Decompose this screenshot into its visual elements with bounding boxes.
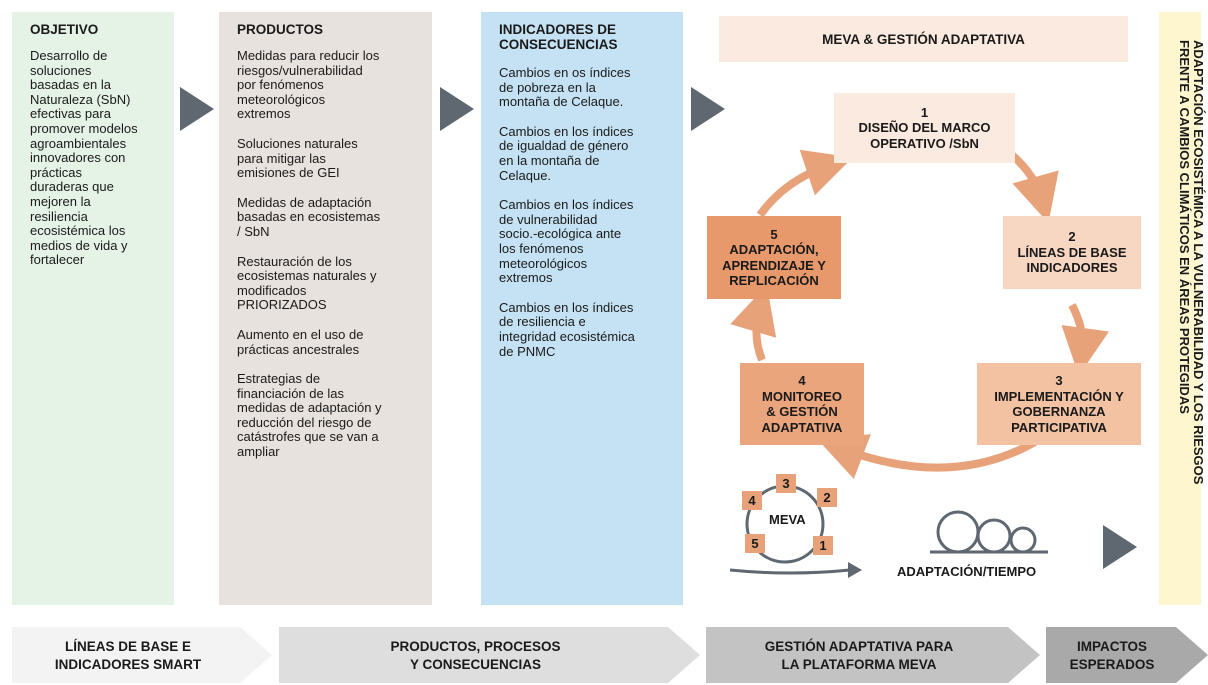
indicador-item: Cambios en los índices de vulnerabilidad…	[499, 197, 634, 286]
step-4-box: 4 MONITOREO & GESTIÓN ADAPTATIVA	[740, 363, 864, 445]
step-2-box: 2 LÍNEAS DE BASE INDICADORES	[1003, 216, 1141, 289]
impact-side-text: ADAPTACIÓN ECOSISTÉMICA A LA VULNERABILI…	[1177, 40, 1206, 485]
band-gestion: GESTIÓN ADAPTATIVA PARA LA PLATAFORMA ME…	[764, 639, 954, 672]
productos-panel: PRODUCTOS Medidas para reducir los riesg…	[219, 12, 432, 605]
cycle-arrow	[1009, 151, 1059, 224]
band-impactos: IMPACTOS ESPERADOS	[1069, 639, 1155, 672]
productos-title: PRODUCTOS	[237, 22, 324, 37]
impact-side-panel: ADAPTACIÓN ECOSISTÉMICA A LA VULNERABILI…	[1159, 12, 1206, 605]
band-productos: PRODUCTOS, PROCESOS Y CONSECUENCIAS	[390, 639, 561, 672]
mini-step-1: 1	[813, 536, 833, 555]
time-label: ADAPTACIÓN/TIEMPO	[897, 564, 1037, 579]
bottom-bands	[12, 627, 1208, 683]
band-lineas-base: LÍNEAS DE BASE E INDICADORES SMART	[54, 639, 202, 672]
step-1-label: 1 DISEÑO DEL MARCO OPERATIVO /SbN	[858, 104, 991, 151]
producto-item: Medidas de adaptación basadas en ecosist…	[237, 194, 381, 239]
step-3-box: 3 IMPLEMENTACIÓN Y GOBERNANZA PARTICIPAT…	[977, 363, 1141, 445]
loops-icon	[930, 510, 1048, 554]
mini-step-4: 4	[742, 491, 762, 510]
indicador-item: Cambios en los índices de resiliencia e …	[499, 299, 635, 359]
mini-step-2: 2	[817, 488, 837, 507]
step-5-label: 5 ADAPTACIÓN, APRENDIZAJE Y REPLICACIÓN	[722, 226, 826, 289]
indicador-item: Cambios en os índices de pobreza en la m…	[499, 65, 631, 110]
step-5-box: 5 ADAPTACIÓN, APRENDIZAJE Y REPLICACIÓN	[707, 216, 841, 299]
objetivo-text: Desarrollo de soluciones basadas en la N…	[30, 48, 138, 268]
cycle-arrow	[817, 434, 1037, 479]
arrow-right-icon	[1103, 525, 1137, 569]
step-4-label: 4 MONITOREO & GESTIÓN ADAPTATIVA	[761, 373, 843, 435]
step-3-label: 3 IMPLEMENTACIÓN Y GOBERNANZA PARTICIPAT…	[994, 373, 1124, 435]
mini-step-5: 5	[745, 534, 765, 553]
indicador-item: Cambios en los índices de igualdad de gé…	[499, 123, 634, 183]
cycle-arrow	[730, 284, 777, 362]
objetivo-title: OBJETIVO	[30, 22, 99, 37]
indicadores-title: INDICADORES DE CONSECUENCIAS	[499, 22, 618, 52]
step-1-box: 1 DISEÑO DEL MARCO OPERATIVO /SbN	[834, 93, 1015, 163]
cycle-diagram	[730, 149, 1110, 479]
arrow-right-icon	[440, 87, 474, 131]
producto-item: Aumento en el uso de prácticas ancestral…	[237, 326, 364, 357]
arrow-right-icon	[691, 87, 725, 131]
step-2-label: 2 LÍNEAS DE BASE INDICADORES	[1017, 229, 1127, 276]
arrow-right-icon	[180, 87, 214, 131]
producto-item: Estrategias de financiación de las medid…	[237, 371, 382, 460]
mini-step-3: 3	[776, 474, 796, 493]
producto-item: Soluciones naturales para mitigar las em…	[237, 135, 358, 181]
producto-item: Medidas para reducir los riesgos/vulnera…	[237, 48, 380, 122]
cycle-arrow	[756, 149, 853, 218]
meva-header-label: MEVA & GESTIÓN ADAPTATIVA	[822, 31, 1025, 47]
mini-meva-label: MEVA	[769, 512, 806, 527]
indicadores-panel: INDICADORES DE CONSECUENCIAS Cambios en …	[481, 12, 683, 605]
meva-header: MEVA & GESTIÓN ADAPTATIVA	[719, 16, 1128, 62]
objetivo-panel: OBJETIVO Desarrollo de soluciones basada…	[12, 12, 174, 605]
producto-item: Restauración de los ecosistemas naturale…	[237, 253, 377, 313]
cycle-arrow	[1061, 303, 1110, 376]
